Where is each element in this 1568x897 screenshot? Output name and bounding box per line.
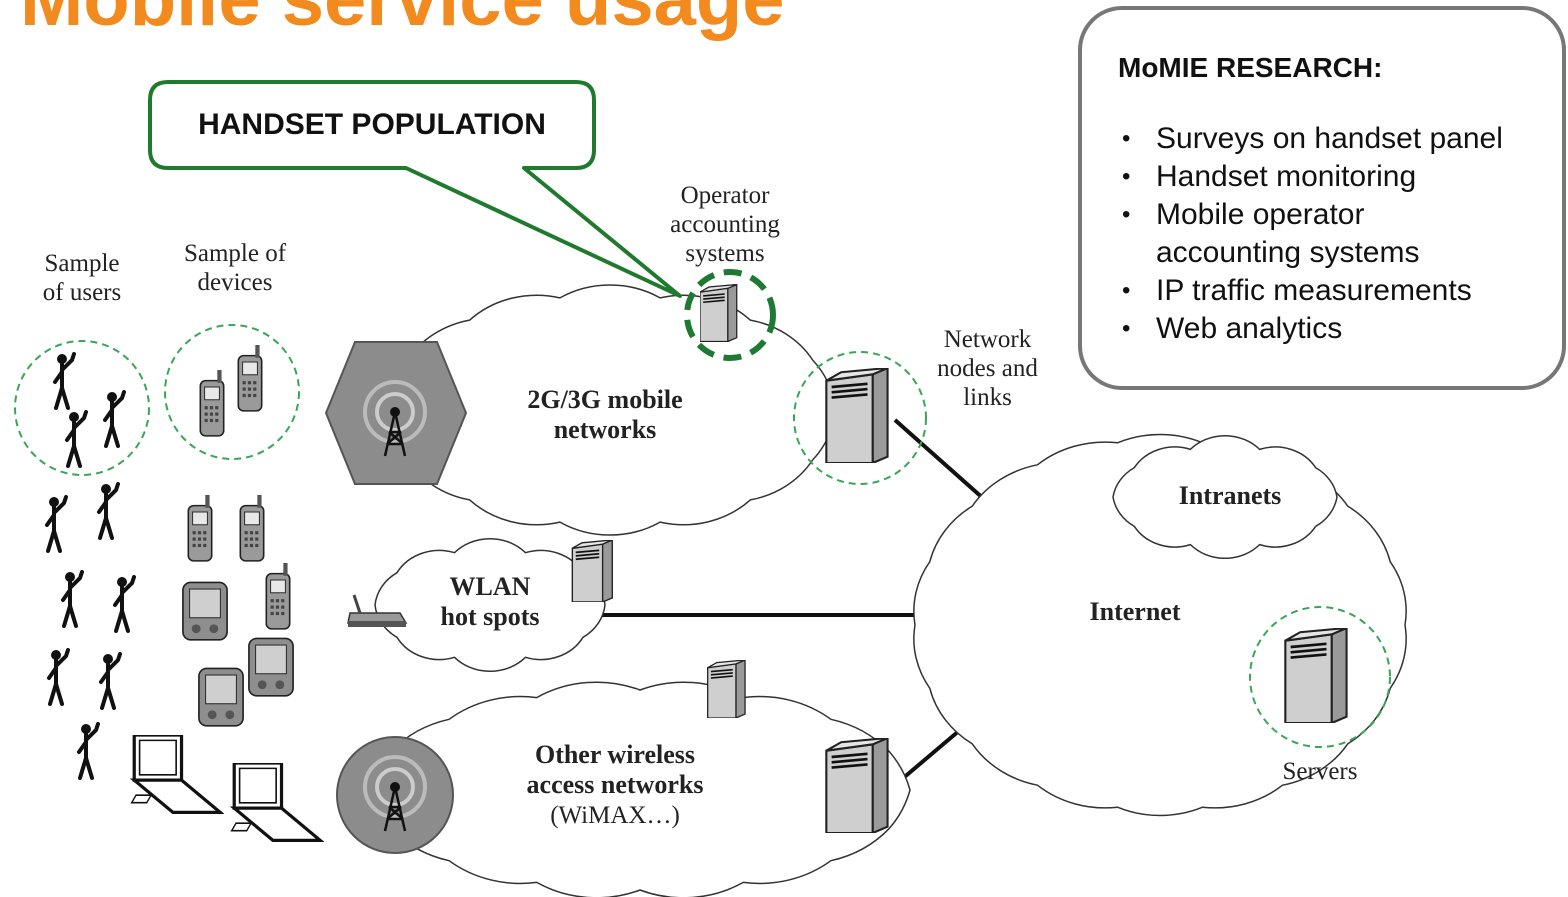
dashed-circle-servers [1249,606,1391,748]
dashed-circle-network-nodes [793,351,927,485]
server-icon [571,540,614,602]
router-icon [347,594,408,627]
server-icon [824,738,890,833]
mobile-phone-icon [265,563,291,630]
label-wimax: (WiMAX…) [550,802,680,829]
dashed-circle-devices [164,324,300,460]
research-list: Surveys on handset panel Handset monitor… [1118,120,1542,348]
laptop-icon [230,763,322,843]
cloud-wlan [374,537,606,673]
dashed-circle-users [14,340,150,476]
cloud-intranets [1112,434,1338,560]
person-icon [99,652,122,710]
momie-research-box: MoMIE RESEARCH: Surveys on handset panel… [1078,6,1566,390]
label-operator-accounting: Operator accounting systems [670,182,780,267]
research-item: Handset monitoring [1118,158,1542,196]
person-icon [47,648,70,706]
pda-icon [182,581,228,641]
antenna-icon [363,755,427,832]
server-icon [1283,628,1349,723]
page-title: Mobile service usage [20,0,785,38]
antenna-icon [363,380,427,457]
pda-icon [198,667,244,727]
label-servers: Servers [1282,758,1358,785]
label-network-nodes: Network nodes and links [937,326,1038,411]
research-item: IP traffic measurements [1118,272,1542,310]
server-icon [700,284,738,342]
base-station-circle [336,736,454,854]
person-icon [97,482,120,540]
label-sample-devices: Sample of devices [183,240,287,296]
label-sample-users: Sample of users [42,250,122,306]
person-icon [65,410,88,468]
person-icon [61,570,84,628]
server-icon [706,660,747,718]
label-other-wireless: Other wireless access networks [526,740,704,799]
pda-icon [248,637,294,697]
label-wlan: WLAN hot spots [440,572,540,631]
callout-bubble [148,80,682,298]
mobile-phone-icon [199,370,225,437]
person-icon [53,352,76,410]
person-icon [77,722,100,780]
dashed-circle-operator [684,269,776,361]
link-nodes-internet [893,418,987,502]
research-item: Web analytics [1118,310,1542,348]
person-icon [45,495,68,553]
label-internet: Internet [1089,597,1181,626]
mobile-phone-icon [187,495,213,562]
mobile-phone-icon [237,345,263,412]
label-mobile-networks: 2G/3G mobile networks [527,385,683,444]
research-item: Surveys on handset panel [1118,120,1542,158]
link-wireless-internet [893,728,962,787]
research-item: Mobile operator accounting systems [1118,196,1542,272]
server-icon [824,368,890,463]
mobile-phone-icon [239,495,265,562]
person-icon [103,390,126,448]
person-icon [113,575,136,633]
callout-handset-population: HANDSET POPULATION [198,108,546,141]
laptop-icon [130,735,222,815]
label-intranets: Intranets [1178,481,1282,510]
research-heading: MoMIE RESEARCH: [1118,52,1383,83]
